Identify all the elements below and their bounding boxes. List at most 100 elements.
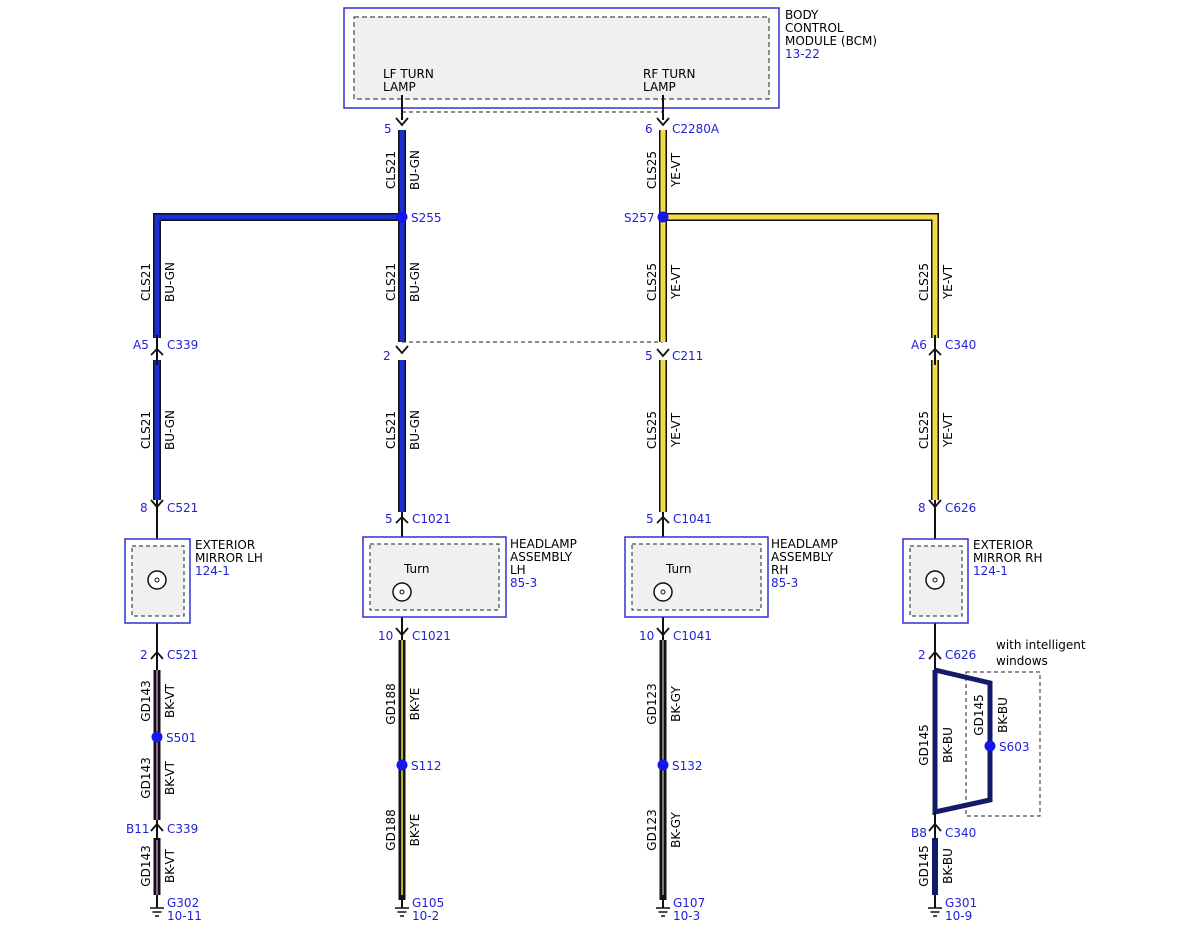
wire-label-color: YE-VT [669, 264, 683, 300]
wire-label-circuit: CLS25 [917, 411, 931, 449]
headlamp-lh-turn-label: Turn [403, 562, 429, 576]
headlamp-lh-ref-link[interactable]: 85-3 [510, 576, 537, 590]
wire-label-circuit: CLS25 [645, 151, 659, 189]
wire-label-color: BK-VT [163, 760, 177, 795]
lamp-bulb-icon [925, 570, 945, 590]
c1041-top-pin: 5 [646, 512, 654, 526]
wire-label-circuit: CLS25 [917, 263, 931, 301]
wire-label-color: BK-GY [669, 686, 683, 722]
bcm-module[interactable] [343, 7, 780, 109]
splice-s257-label: S257 [624, 211, 655, 225]
exterior-mirror-rh[interactable] [902, 538, 969, 624]
c1021-bot-pin: 10 [378, 629, 393, 643]
wire-cls25-branch-rh[interactable] [663, 213, 939, 338]
headlamp-lh-name-3: LH [510, 563, 526, 577]
c626-bot-name: C626 [945, 648, 976, 662]
c1021-top-name: C1021 [412, 512, 451, 526]
c626-top-pin: 8 [918, 501, 926, 515]
c340-bot-pin: B8 [911, 826, 927, 840]
headlamp-assembly-lh[interactable] [362, 536, 507, 618]
c211-name: C211 [672, 349, 703, 363]
headlamp-lh-name-1: HEADLAMP [510, 537, 577, 551]
ground-g107-ref-link[interactable]: 10-3 [673, 909, 700, 923]
wire-label-circuit: GD188 [384, 809, 398, 850]
bcm-name-line-3: MODULE (BCM) [785, 34, 877, 48]
headlamp-rh-ref-link[interactable]: 85-3 [771, 576, 798, 590]
splice-s257-dot [657, 211, 669, 223]
wire-label-circuit: CLS21 [384, 151, 398, 189]
lamp-bulb-icon [653, 582, 673, 602]
splice-s501-label: S501 [166, 731, 197, 745]
splice-dots [151, 211, 996, 771]
c626-bot-pin: 2 [918, 648, 926, 662]
splice-s132-label: S132 [672, 759, 703, 773]
mirror-rh-name-2: MIRROR RH [973, 551, 1043, 565]
wire-gd145[interactable] [932, 667, 993, 895]
headlamp-rh-name-3: RH [771, 563, 788, 577]
wire-label-color: BK-VT [163, 683, 177, 718]
c211-pin-rh: 5 [645, 349, 653, 363]
c1041-bot-pin: 10 [639, 629, 654, 643]
lamp-bulb-icon [147, 570, 167, 590]
mirror-lh-ref-link[interactable]: 124-1 [195, 564, 230, 578]
exterior-mirror-lh[interactable] [124, 538, 191, 624]
ground-g107-name: G107 [673, 896, 705, 910]
wire-label-color: YE-VT [941, 412, 955, 448]
c339-top-name: C339 [167, 338, 198, 352]
bcm-rf-pin-label-1: RF TURN [643, 67, 695, 81]
headlamp-rh-name-2: ASSEMBLY [771, 550, 834, 564]
mirror-rh-ref-link[interactable]: 124-1 [973, 564, 1008, 578]
wire-label-circuit: GD143 [139, 757, 153, 798]
headlamp-rh-name-1: HEADLAMP [771, 537, 838, 551]
c521-bot-name: C521 [167, 648, 198, 662]
c340-top-pin: A6 [911, 338, 927, 352]
c211-pin-lh: 2 [383, 349, 391, 363]
ground-g301-ref-link[interactable]: 10-9 [945, 909, 972, 923]
wire-label-circuit: GD123 [645, 809, 659, 850]
wire-label-color: BU-GN [163, 410, 177, 450]
option-note-1: with intelligent [996, 638, 1086, 652]
c2280a-pin-lf: 5 [384, 122, 392, 136]
splice-s603-label: S603 [999, 740, 1030, 754]
bcm-name-line-2: CONTROL [785, 21, 844, 35]
wire-label-circuit: GD143 [139, 680, 153, 721]
bcm-name-line-1: BODY [785, 8, 819, 22]
wire-label-circuit: GD145 [917, 845, 931, 886]
wire-label-color: BK-YE [408, 814, 422, 847]
headlamp-assembly-rh[interactable] [624, 536, 769, 618]
bcm-lf-pin-label-1: LF TURN [383, 67, 434, 81]
ground-g301-name: G301 [945, 896, 977, 910]
wire-label-circuit: CLS25 [645, 263, 659, 301]
wire-label-color: BK-YE [408, 688, 422, 721]
c339-bot-pin: B11 [126, 822, 150, 836]
splice-s255-label: S255 [411, 211, 442, 225]
wire-label-circuit: GD143 [139, 845, 153, 886]
wire-label-circuit: GD188 [384, 683, 398, 724]
wire-cls21-branch-lh[interactable] [153, 213, 402, 338]
bcm-lf-pin-label-2: LAMP [383, 80, 416, 94]
ground-g105-ref-link[interactable]: 10-2 [412, 909, 439, 923]
ground-g302-name: G302 [167, 896, 199, 910]
wire-label-circuit: GD145 [917, 724, 931, 765]
wire-label-color: BK-BU [941, 848, 955, 884]
mirror-lh-name-2: MIRROR LH [195, 551, 263, 565]
bcm-inner-box [353, 16, 770, 100]
ground-g105-name: G105 [412, 896, 444, 910]
wire-label-color: YE-VT [669, 412, 683, 448]
wire-label-color: BU-GN [408, 410, 422, 450]
ground-symbols [150, 907, 942, 917]
wire-label-color: BU-GN [163, 262, 177, 302]
wire-label-color: BU-GN [408, 150, 422, 190]
splice-s255-dot [396, 211, 408, 223]
wire-label-color: BU-GN [408, 262, 422, 302]
c2280a-name: C2280A [672, 122, 720, 136]
c521-top-name: C521 [167, 501, 198, 515]
bcm-ref-link[interactable]: 13-22 [785, 47, 820, 61]
splice-s112-dot [396, 759, 408, 771]
ground-g302-ref-link[interactable]: 10-11 [167, 909, 202, 923]
mirror-rh-name-1: EXTERIOR [973, 538, 1033, 552]
c339-top-pin: A5 [133, 338, 149, 352]
wire-thin-stubs [156, 335, 936, 908]
wire-label-circuit: CLS21 [384, 263, 398, 301]
